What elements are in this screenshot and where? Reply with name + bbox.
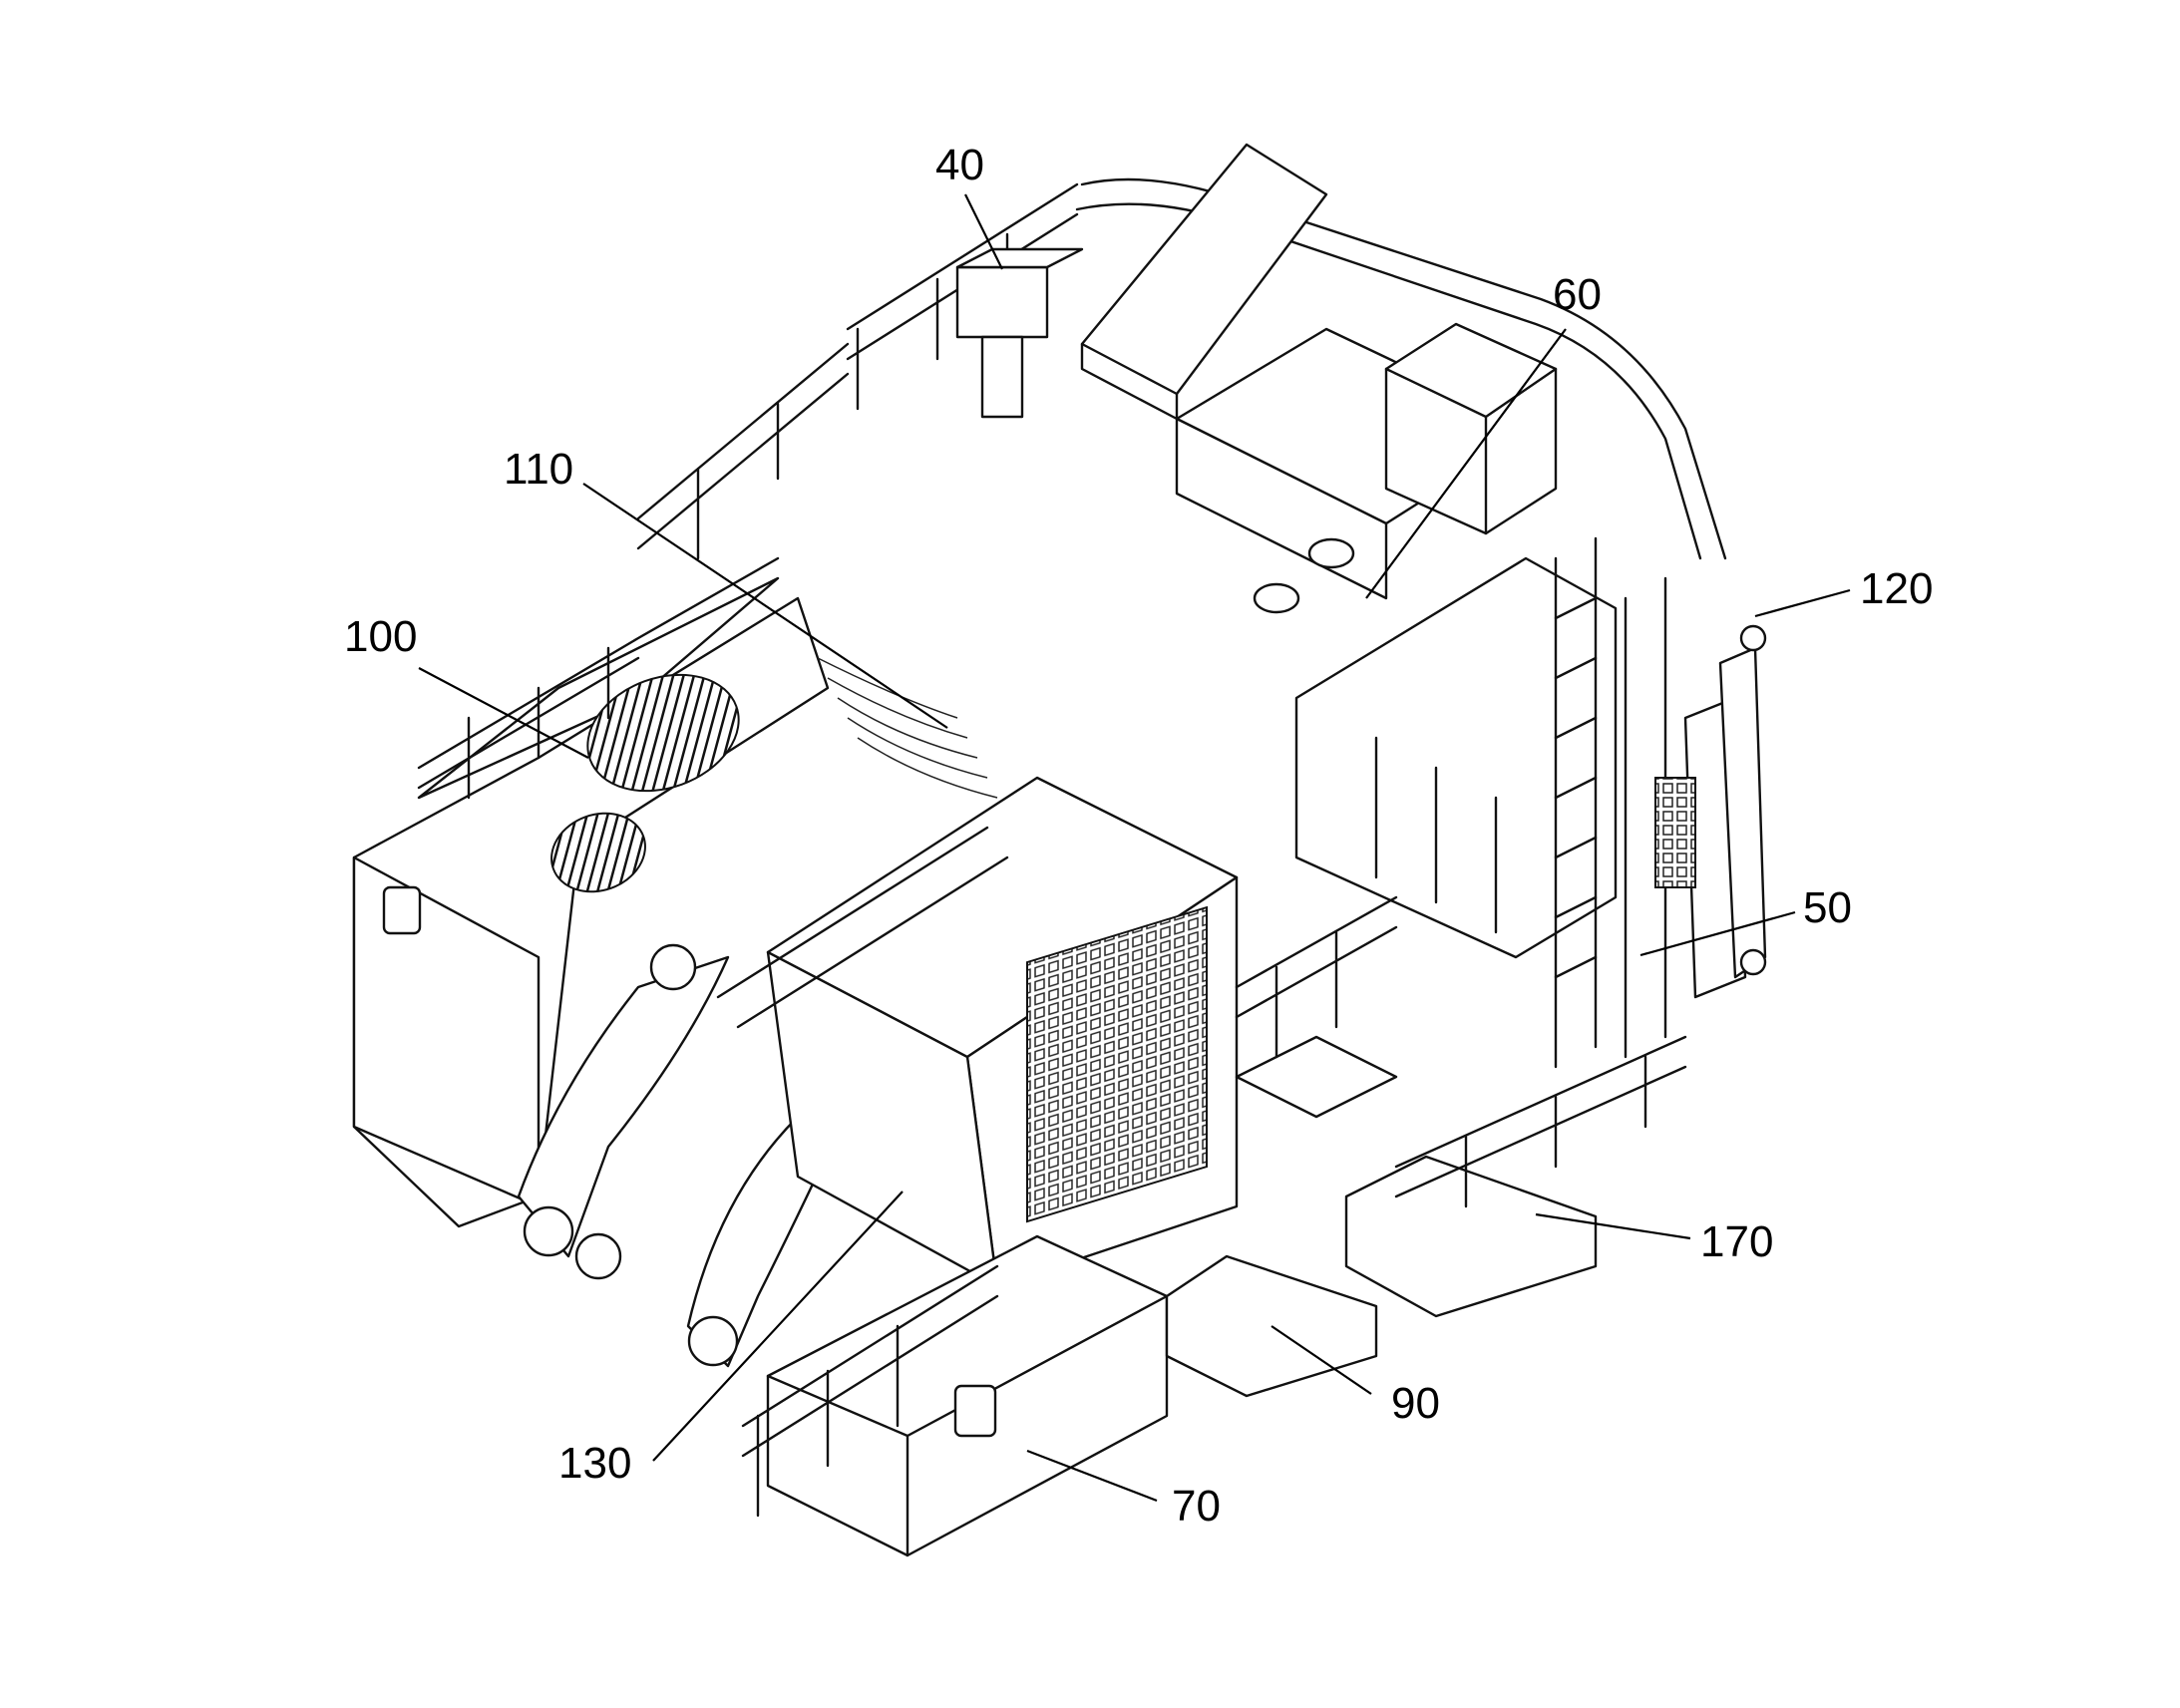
machine-drawing [352,143,1767,1557]
leader-110 [582,483,948,729]
leader-130 [652,1191,904,1462]
ref-60: 60 [1553,270,1602,319]
leader-170 [1535,1212,1691,1240]
ref-70: 70 [1172,1482,1221,1531]
ref-50: 50 [1803,883,1852,932]
leader-lines [418,193,1851,1503]
hinge-lower [1739,948,1767,976]
ref-100: 100 [344,612,417,661]
leader-90 [1271,1325,1372,1395]
boom-arm-left [517,955,730,1258]
radiator-louvres [1026,905,1208,1223]
boom-pin-4 [649,943,697,991]
mast-box [955,265,1049,339]
ref-40: 40 [935,141,984,189]
leader-70 [1026,1449,1158,1503]
hinge-120 [1739,624,1767,652]
fan-grille-small [550,812,646,893]
ref-170: 170 [1700,1217,1773,1266]
front-module-edge [766,1294,1169,1557]
rear-deck-outline [1080,177,1727,560]
ref-90: 90 [1391,1379,1440,1428]
ref-110: 110 [504,445,573,494]
walkway-grating [1235,1035,1398,1119]
leader-50 [1639,910,1796,957]
leader-120 [1754,588,1851,618]
boom-pin-1 [523,1205,574,1257]
boom-pin-2 [574,1232,622,1280]
left-house-top [417,576,780,800]
right-lower-box [1344,1155,1598,1318]
right-electrical-cabinet [1384,322,1558,535]
mast-box-top [955,247,1084,269]
leader-60 [1365,328,1567,599]
right-main-cabinets [1294,556,1618,959]
ramp-chute [1080,143,1328,396]
front-module-railing [741,1264,999,1518]
left-side-handrail [636,342,850,560]
rear-handrail-outer [1075,202,1702,560]
front-light [953,1384,997,1438]
ramp-chute-side [1080,342,1179,421]
leader-100 [418,667,589,759]
right-ladder-rungs [1554,596,1598,979]
radiator-top-rail [716,826,1009,1029]
left-house-railing [417,556,780,800]
right-cabinet-divisions [1374,736,1498,934]
leader-40 [964,193,1003,270]
right-lower-rail [1394,1035,1687,1208]
boom-pin-3 [687,1315,739,1367]
ref-120: 120 [1860,564,1933,613]
mast-post [980,335,1024,419]
left-light [382,885,422,935]
hose-bundle [817,657,998,799]
walkway-railing [1235,895,1398,1059]
fan-grille-large [586,673,740,793]
right-ladder-rails [1554,536,1667,1069]
right-side-grille [1654,777,1696,888]
deck-hole-1 [1307,537,1355,569]
deck-hole-2 [1253,582,1300,614]
reference-numerals: 40 60 110 100 120 50 170 90 70 130 [344,141,1933,1531]
ref-130: 130 [558,1439,631,1488]
